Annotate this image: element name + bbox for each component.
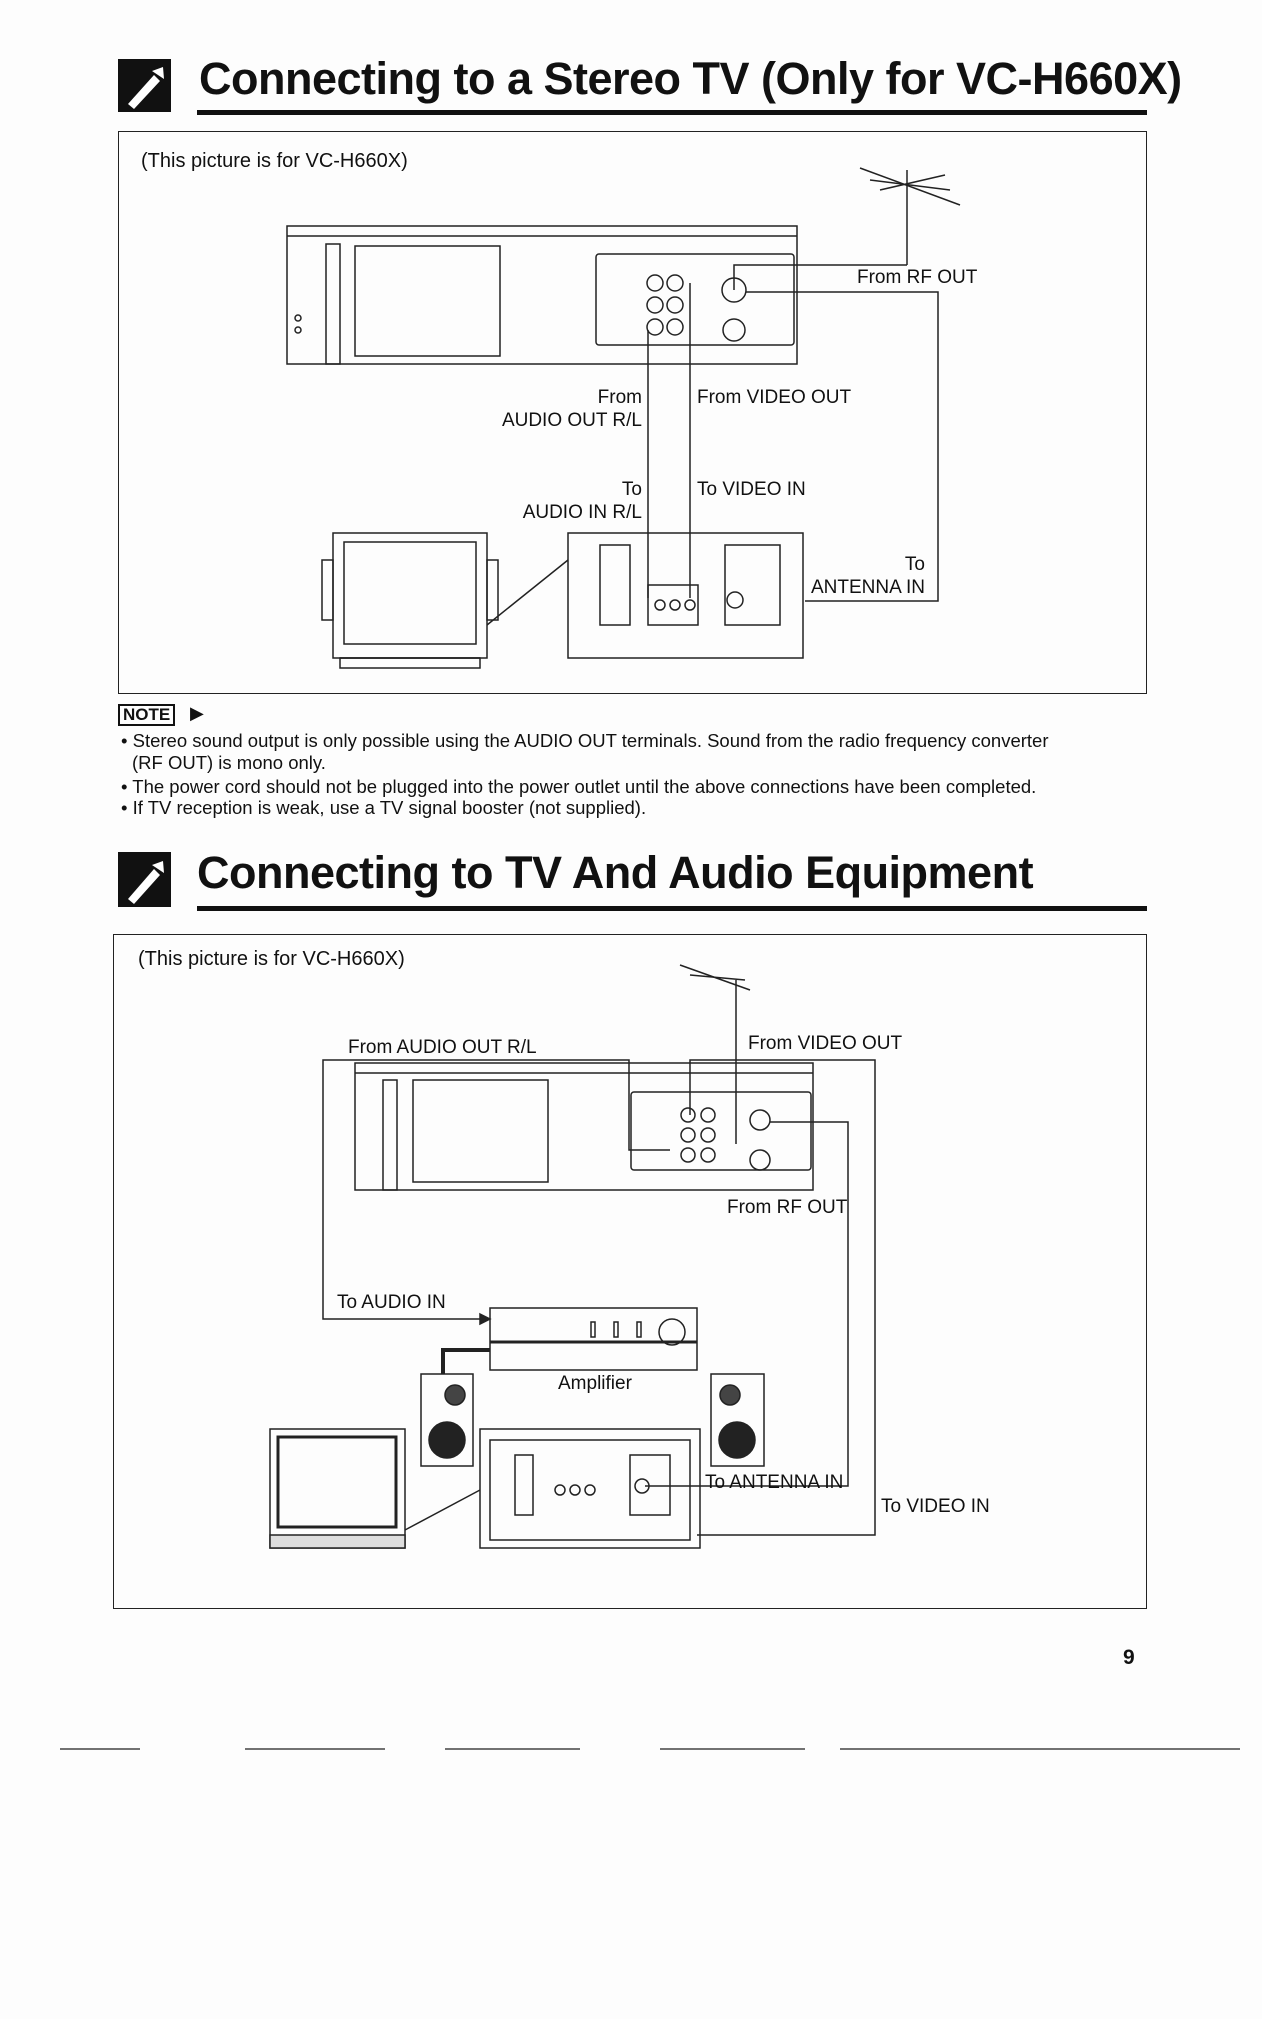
note-arrow-icon: ▶ (190, 703, 204, 723)
title-underline (197, 110, 1147, 115)
diagram2-caption: (This picture is for VC-H660X) (138, 948, 405, 970)
label-to-video-in: To VIDEO IN (697, 479, 806, 500)
section1-title: Connecting to a Stereo TV (Only for VC-H… (199, 53, 1182, 104)
note-bullet: • The power cord should not be plugged i… (121, 776, 1037, 797)
label-to-audio-in: To AUDIO IN R/L (523, 478, 642, 524)
vcr-rear-panel (286, 225, 798, 365)
label-to-antenna-in: To ANTENNA IN (811, 553, 925, 599)
rf-cable (746, 291, 939, 602)
label-from-rf-out: From RF OUT (857, 267, 978, 288)
section2-title: Connecting to TV And Audio Equipment (197, 847, 1034, 898)
label-to-audio-in: To AUDIO IN (337, 1292, 446, 1313)
tv-front (269, 1428, 406, 1549)
audio-equipment-diagram (113, 934, 1147, 1609)
left-speaker (420, 1373, 474, 1467)
label-from-video-out: From VIDEO OUT (697, 387, 852, 408)
note-bullet: (RF OUT) is mono only. (132, 752, 326, 773)
label-text: From (597, 387, 642, 408)
stereo-tv-diagram (118, 131, 1147, 694)
title-underline (197, 906, 1147, 911)
note-badge: NOTE (118, 704, 176, 726)
label-from-rf-out: From RF OUT (727, 1197, 848, 1218)
label-amplifier: Amplifier (558, 1373, 632, 1394)
label-from-audio-out: From AUDIO OUT R/L (502, 386, 642, 432)
tv-rear-panel (479, 1428, 701, 1549)
vcr-rear-panel (354, 1062, 814, 1191)
label-from-video-out: From VIDEO OUT (748, 1033, 903, 1054)
amplifier (489, 1307, 698, 1371)
label-from-audio-out: From AUDIO OUT R/L (348, 1037, 537, 1058)
note-bullet: • If TV reception is weak, use a TV sign… (121, 797, 647, 818)
connection-plug-icon (118, 59, 171, 112)
right-speaker (710, 1373, 765, 1467)
label-to-video-in: To VIDEO IN (881, 1496, 990, 1517)
label-text: ANTENNA IN (810, 577, 925, 598)
connection-plug-icon (118, 852, 171, 907)
diagram1-caption: (This picture is for VC-H660X) (141, 150, 408, 172)
antenna (679, 964, 751, 1144)
audio-cable (322, 1059, 670, 1320)
antenna (733, 167, 961, 290)
tv-front (321, 532, 499, 669)
label-text: AUDIO IN R/L (522, 502, 642, 523)
label-text: To (621, 479, 642, 500)
label-to-antenna-in: To ANTENNA IN (705, 1472, 844, 1493)
label-text: AUDIO OUT R/L (501, 410, 642, 431)
note-bullet: • Stereo sound output is only possible u… (121, 730, 1049, 751)
video-cable (689, 1059, 876, 1536)
tv-rear-panel (567, 532, 804, 659)
rf-cable (645, 1121, 849, 1487)
page-number: 9 (1123, 1646, 1135, 1669)
label-text: To (904, 554, 925, 575)
